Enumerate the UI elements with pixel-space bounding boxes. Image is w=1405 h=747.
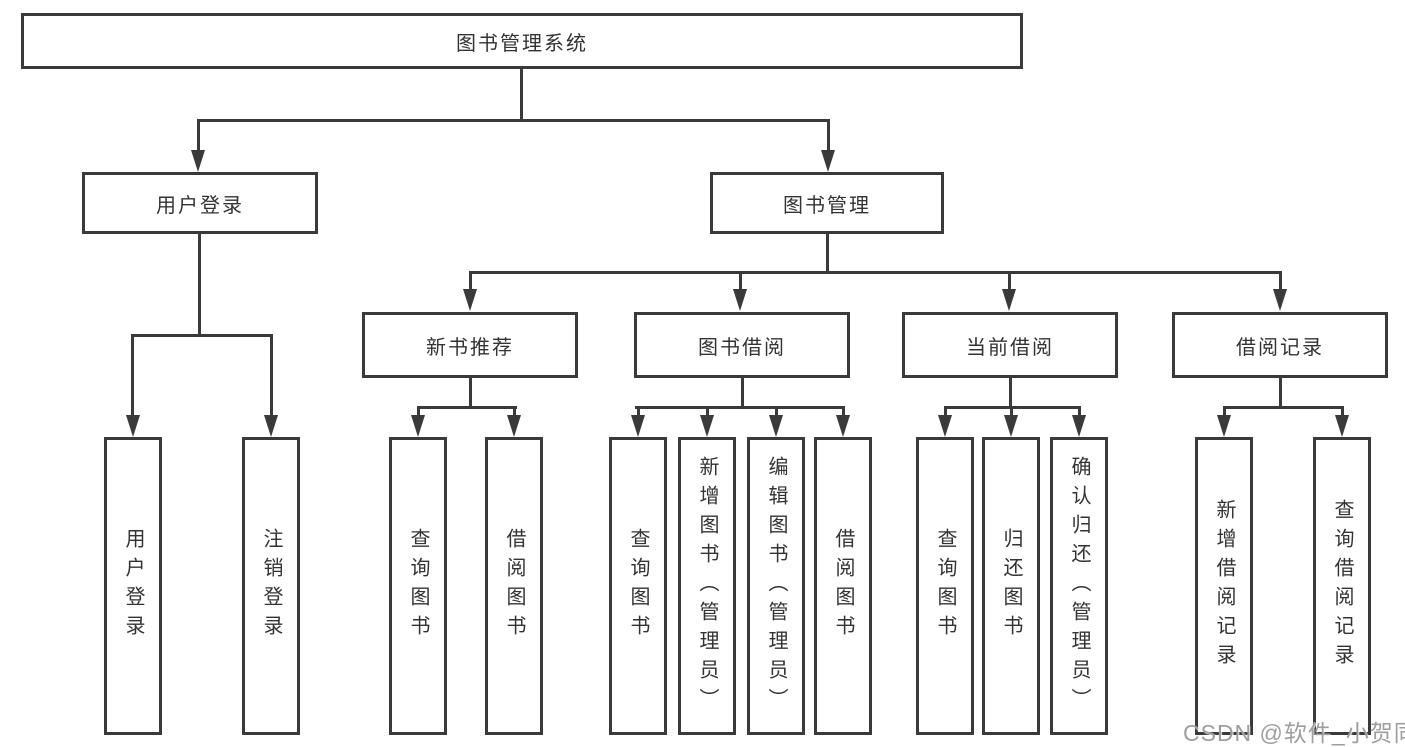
connector-borrow-stem xyxy=(741,378,744,409)
connector-drop-records xyxy=(1279,271,1282,291)
arrowhead-leaf-return xyxy=(1004,415,1018,437)
arrowhead-leaf-add-books xyxy=(700,415,714,437)
node-book-management: 图书管理 xyxy=(710,172,944,234)
leaf-user-login: 用户登录 xyxy=(104,437,162,735)
arrowhead-recommend xyxy=(463,289,477,311)
connector-drop-leaf-login xyxy=(131,334,134,416)
connector-drop-leaf-logout xyxy=(270,334,273,416)
arrowhead-leaf-query-borrow xyxy=(631,415,645,437)
arrowhead-leaf-logout xyxy=(264,415,278,437)
connector-drop-leaf-confirm-return xyxy=(1078,406,1081,418)
connector-bookmgmt-stem xyxy=(826,234,829,274)
connector-drop-leaf-edit-books xyxy=(775,406,778,418)
connector-recommend-stem xyxy=(469,378,472,409)
connector-current-stem xyxy=(1009,378,1012,409)
connector-drop-recommend xyxy=(469,271,472,291)
connector-drop-leaf-add-record xyxy=(1223,406,1226,418)
connector-userlogin-stem xyxy=(198,234,201,337)
connector-bookmgmt-rail xyxy=(469,271,1282,274)
connector-userlogin-rail xyxy=(131,334,273,337)
connector-drop-leaf-query-borrow xyxy=(637,406,640,418)
arrowhead-leaf-edit-books xyxy=(769,415,783,437)
node-book-borrow: 图书借阅 xyxy=(634,312,850,378)
connector-drop-leaf-query-recommend xyxy=(417,406,420,418)
leaf-query-books-borrow: 查询图书 xyxy=(609,437,667,735)
arrowhead-leaf-borrow-recommend xyxy=(507,415,521,437)
connector-borrow-rail xyxy=(635,406,845,409)
arrowhead-leaf-confirm-return xyxy=(1072,415,1086,437)
connector-drop-leaf-borrow-books xyxy=(842,406,845,418)
leaf-query-borrow-record: 查询借阅记录 xyxy=(1313,437,1371,735)
connector-drop-leaf-return xyxy=(1010,406,1013,418)
leaf-add-books-admin: 新增图书（管理员） xyxy=(678,437,736,735)
arrowhead-leaf-login xyxy=(126,415,140,437)
leaf-add-borrow-record: 新增借阅记录 xyxy=(1195,437,1253,735)
node-new-book-recommend: 新书推荐 xyxy=(362,312,578,378)
arrowhead-leaf-add-record xyxy=(1217,415,1231,437)
leaf-query-books-recommend: 查询图书 xyxy=(389,437,447,735)
connector-records-stem xyxy=(1279,378,1282,409)
arrowhead-leaf-query-current xyxy=(938,415,952,437)
connector-root-stem xyxy=(520,69,523,122)
connector-drop-leaf-query-record xyxy=(1341,406,1344,418)
connector-drop-leaf-query-current xyxy=(944,406,947,418)
connector-drop-leaf-add-books xyxy=(706,406,709,418)
connector-root-rail xyxy=(197,119,830,122)
connector-drop-leaf-borrow-recommend xyxy=(513,406,516,418)
node-user-login: 用户登录 xyxy=(82,172,318,234)
connector-recommend-rail xyxy=(417,406,517,409)
arrowhead-current xyxy=(1002,289,1016,311)
csdn-watermark: CSDN @软件_小贺同学 xyxy=(1183,720,1405,746)
connector-drop-user-login xyxy=(197,119,200,151)
node-borrow-records: 借阅记录 xyxy=(1172,312,1388,378)
connector-drop-borrow xyxy=(739,271,742,291)
leaf-borrow-books-recommend: 借阅图书 xyxy=(485,437,543,735)
arrowhead-user-login xyxy=(191,150,205,172)
arrowhead-book-management xyxy=(821,150,835,172)
arrowhead-leaf-query-recommend xyxy=(411,415,425,437)
arrowhead-borrow xyxy=(733,289,747,311)
leaf-logout: 注销登录 xyxy=(242,437,300,735)
connector-drop-book-management xyxy=(827,119,830,151)
connector-drop-current xyxy=(1008,271,1011,291)
leaf-borrow-books: 借阅图书 xyxy=(814,437,872,735)
arrowhead-records xyxy=(1273,289,1287,311)
node-current-borrow: 当前借阅 xyxy=(902,312,1118,378)
arrowhead-leaf-query-record xyxy=(1335,415,1349,437)
leaf-edit-books-admin: 编辑图书（管理员） xyxy=(747,437,805,735)
leaf-query-books-current: 查询图书 xyxy=(916,437,974,735)
connector-records-rail xyxy=(1223,406,1344,409)
leaf-confirm-return-admin: 确认归还（管理员） xyxy=(1050,437,1108,735)
node-root-library-system: 图书管理系统 xyxy=(21,13,1023,69)
leaf-return-books: 归还图书 xyxy=(982,437,1040,735)
arrowhead-leaf-borrow-books xyxy=(836,415,850,437)
